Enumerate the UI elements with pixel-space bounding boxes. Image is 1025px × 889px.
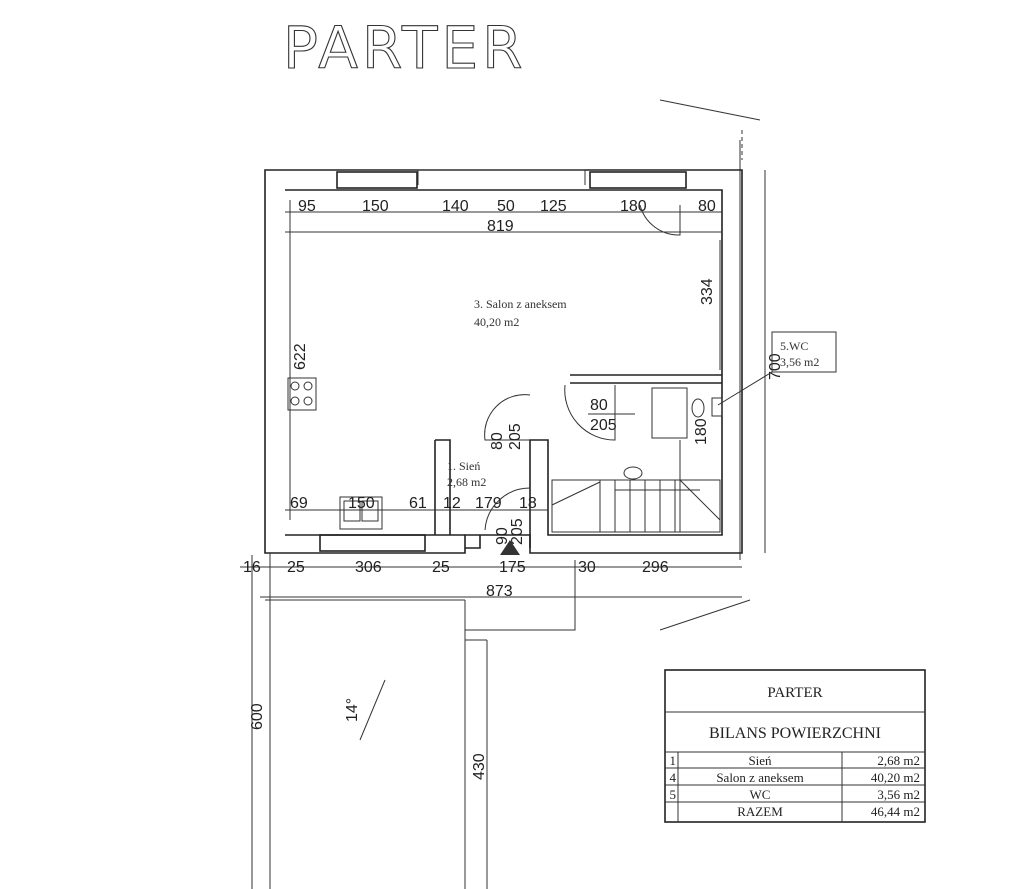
label-dimensions-bottom_inner-1: 150: [348, 495, 375, 512]
label-dimensions-bottom_outer-0: 16: [243, 559, 261, 576]
label-dimensions-bottom_outer-4: 175: [499, 559, 526, 576]
label-dimensions-right_inner: 334: [699, 278, 716, 305]
label-table-rows-0-name: Sień: [748, 753, 772, 768]
label-dimensions-bottom_total: 873: [486, 583, 513, 600]
label-dimensions-left_inner: 622: [292, 343, 309, 370]
label-dimensions-terrace_right: 430: [471, 753, 488, 780]
label-dimensions-bottom_outer-5: 30: [578, 559, 596, 576]
label-table-rows-1-name: Salon z aneksem: [716, 770, 803, 785]
table-subtitle: BILANS POWIERZCHNI: [709, 725, 881, 742]
label-dimensions-top_total: 819: [487, 218, 514, 235]
label-dimensions-top-1: 150: [362, 198, 389, 215]
label-dimensions-bottom_inner-3: 12: [443, 495, 461, 512]
sien-area: 2,68 m2: [447, 475, 486, 489]
label-dimensions-door_entry-1: 205: [509, 518, 526, 545]
label-dimensions-top-2: 140: [442, 198, 469, 215]
salon-area: 40,20 m2: [474, 315, 519, 329]
label-dimensions-terrace_left: 600: [249, 703, 266, 730]
section-lines: [659, 99, 761, 631]
label-table-rows-3-area: 46,44 m2: [871, 804, 920, 819]
slope-arrow: [359, 679, 386, 741]
washbasin-icon: [623, 466, 643, 480]
label-dimensions-bottom_inner-0: 69: [290, 495, 308, 512]
label-dimensions-top-4: 125: [540, 198, 567, 215]
label-dimensions-top-5: 180: [620, 198, 647, 215]
label-dimensions-bottom_outer-6: 296: [642, 559, 669, 576]
label-dimensions-bottom_inner-2: 61: [409, 495, 427, 512]
label-dimensions-door_entry-0: 90: [494, 527, 511, 545]
dimension-texts: 95 150 140 50 125 180 80 819 334 700 622…: [243, 198, 784, 780]
label-table-rows-1-area: 40,20 m2: [871, 770, 920, 785]
label-dimensions-top-3: 50: [497, 198, 515, 215]
label-dimensions-slope: 14°: [344, 698, 361, 722]
label-dimensions-door_wc-1: 205: [590, 417, 617, 434]
fixtures: [287, 377, 723, 530]
salon-name: 3. Salon z aneksem: [474, 297, 567, 311]
dimension-lines: [240, 170, 766, 889]
wc-area: 3,56 m2: [780, 355, 819, 369]
label-table-rows-2-area: 3,56 m2: [877, 787, 920, 802]
area-table: PARTER BILANS POWIERZCHNI 1 Sień 2,68 m2…: [664, 669, 926, 823]
label-dimensions-bottom_outer-1: 25: [287, 559, 305, 576]
label-dimensions-door_salon-0: 80: [489, 432, 506, 450]
toilet-icon: [691, 398, 705, 418]
label-table-rows-0-no: 1: [670, 753, 677, 768]
label-dimensions-door_salon-1: 205: [507, 423, 524, 450]
table-title: PARTER: [767, 685, 822, 701]
label-dimensions-bottom_inner-4: 179: [475, 495, 502, 512]
label-table-rows-0-area: 2,68 m2: [877, 753, 920, 768]
stove-icon: [287, 377, 317, 411]
label-dimensions-stair: 180: [693, 418, 710, 445]
wc-name: 5.WC: [780, 339, 808, 353]
stairs: [551, 387, 721, 533]
entrance-arrow-icon: [500, 540, 520, 555]
plan-title: PARTER: [283, 14, 526, 82]
label-dimensions-top-0: 95: [298, 198, 316, 215]
sink-icon: [339, 496, 383, 530]
walls: [264, 169, 743, 554]
doors: [484, 204, 681, 555]
label-dimensions-right_outer: 700: [767, 353, 784, 380]
label-dimensions-bottom_inner-5: 18: [519, 495, 537, 512]
sien-name: 1. Sień: [447, 459, 480, 473]
label-table-rows-3-name: RAZEM: [737, 804, 783, 819]
label-table-rows-2-name: WC: [750, 787, 771, 802]
label-dimensions-top-6: 80: [698, 198, 716, 215]
room-labels: 3. Salon z aneksem 40,20 m2 5.WC 3,56 m2…: [447, 297, 837, 489]
label-dimensions-bottom_outer-3: 25: [432, 559, 450, 576]
label-dimensions-bottom_outer-2: 306: [355, 559, 382, 576]
label-table-rows-1-no: 4: [670, 770, 677, 785]
label-dimensions-door_wc-0: 80: [590, 397, 608, 414]
label-table-rows-2-no: 5: [670, 787, 677, 802]
